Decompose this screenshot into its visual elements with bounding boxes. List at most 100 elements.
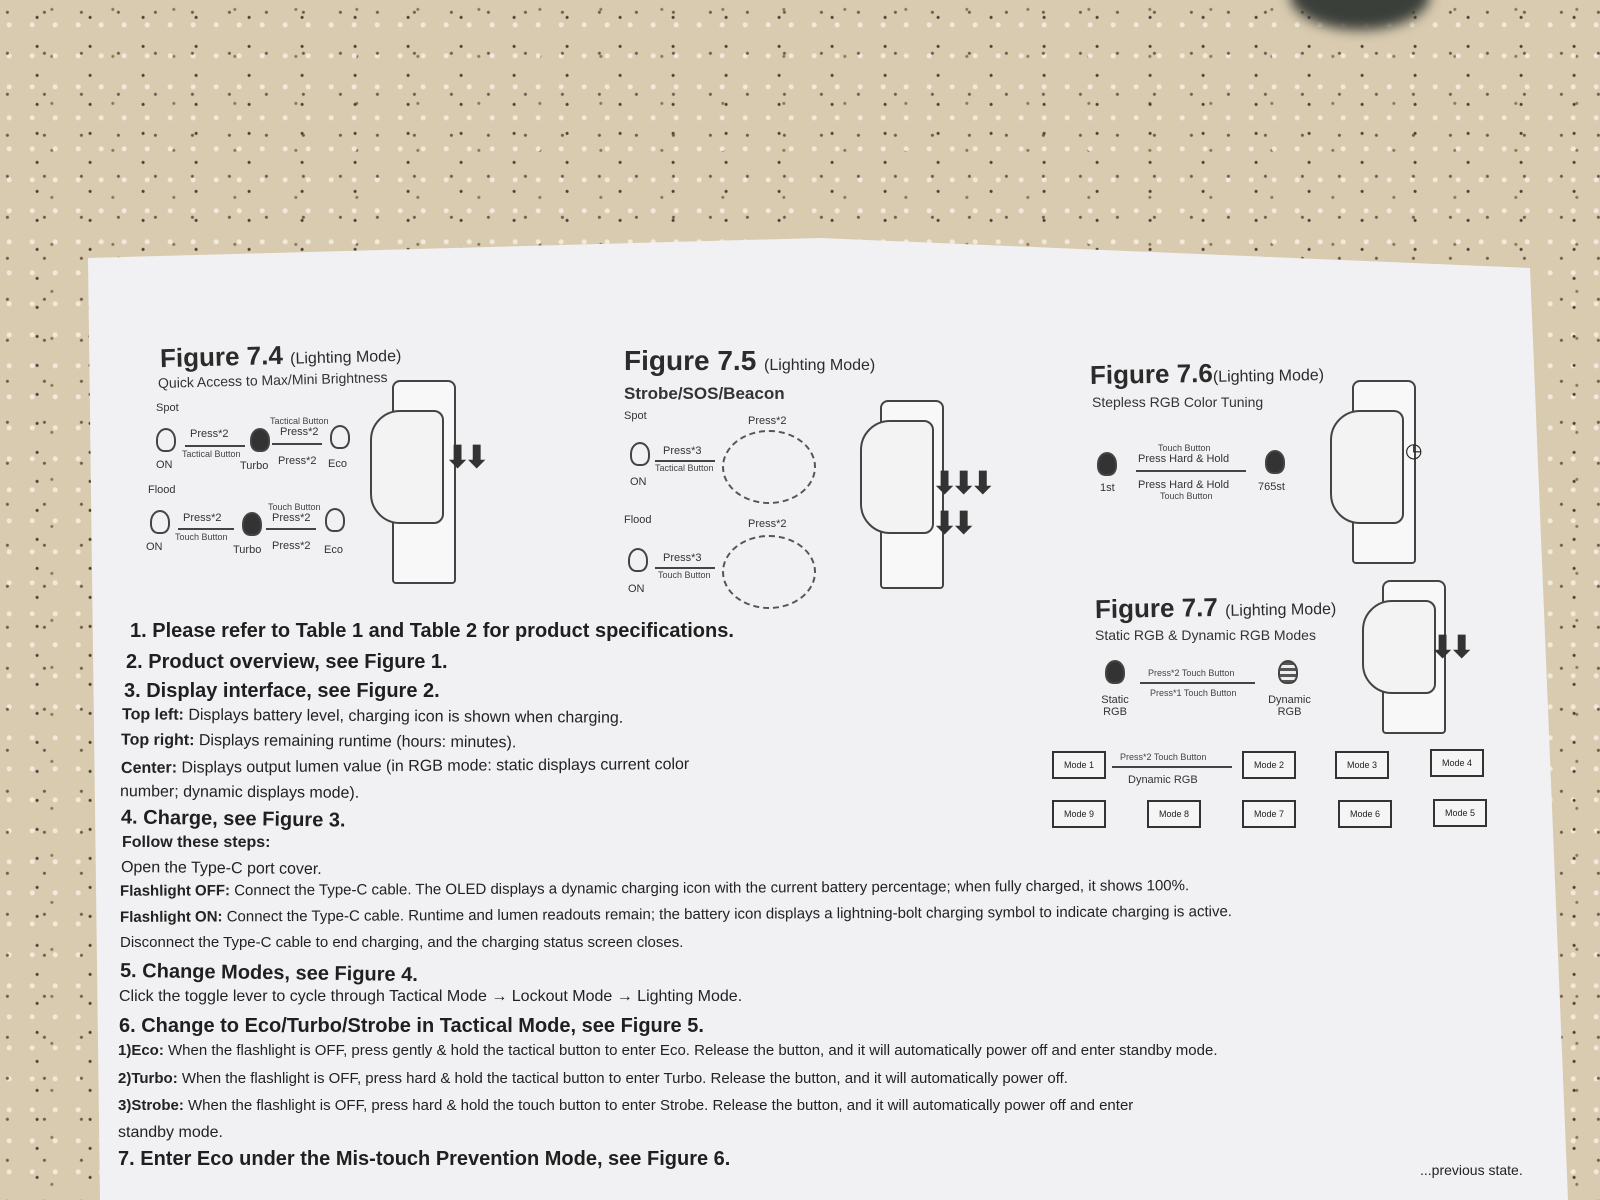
mode-box: Mode 7 (1242, 800, 1296, 828)
button-label: Tactical Button (182, 449, 241, 459)
dynamic-rgb-label: Dynamic RGB (1268, 694, 1311, 718)
bulb-icon (630, 442, 650, 466)
strobe-sos-beacon-cycle-icon (722, 535, 816, 609)
double-arrow-icon (1140, 682, 1255, 684)
desc: Connect the Type-C cable. The OLED displ… (229, 877, 1190, 900)
figure-7-7-subtitle: Static RGB & Dynamic RGB Modes (1095, 627, 1316, 643)
mode-box: Mode 2 (1242, 751, 1296, 779)
clock-icon: ◷ (1405, 440, 1423, 462)
figure-number: Figure 7.7 (1094, 591, 1219, 625)
eco-desc: 1)Eco: When the flashlight is OFF, press… (118, 1042, 1217, 1059)
section-5: 5. Change Modes, see Figure 4. (119, 959, 419, 987)
mode-box: Mode 4 (1430, 749, 1484, 777)
hand-illustration (860, 420, 934, 534)
center-desc-cont: number; dynamic displays mode). (119, 783, 360, 802)
strobe-sos-beacon-cycle-icon (722, 430, 816, 504)
key: Top right: (120, 731, 195, 750)
key: 2)Turbo: (118, 1070, 178, 1087)
follow-steps: Follow these steps: (122, 834, 271, 851)
flood-label: Flood (148, 484, 176, 496)
figure-tag: (Lighting Mode) (1224, 600, 1337, 620)
press-label: Press*2 (278, 455, 317, 467)
mode-cycle-desc: Click the toggle lever to cycle through … (119, 988, 743, 1005)
bulb-static-icon (1105, 660, 1125, 684)
figure-7-6-subtitle: Stepless RGB Color Tuning (1092, 394, 1264, 410)
on-label: ON (156, 459, 173, 471)
press-label: Press*2 (272, 540, 311, 552)
figure-tag: (Lighting Mode) (764, 357, 876, 374)
bulb-icon (628, 548, 648, 572)
double-arrow-icon (272, 443, 322, 445)
center-desc: Center: Displays output lumen value (in … (121, 756, 689, 778)
key: Top left: (121, 706, 184, 724)
button-label: Tactical Button (270, 416, 329, 426)
arrow-right-icon (655, 460, 715, 462)
eco-label: Eco (328, 458, 347, 470)
flood-label: Flood (624, 514, 652, 526)
figure-number: Figure 7.4 (159, 339, 284, 374)
desc: When the flashlight is OFF, press gently… (163, 1042, 1218, 1059)
down-arrows-icon: ⬇⬇ (445, 441, 489, 474)
bulb-icon (156, 428, 176, 452)
hand-illustration (1362, 600, 1436, 694)
charge-step: Open the Type-C port cover. (120, 858, 322, 879)
eco-label: Eco (324, 544, 343, 556)
desc: Connect the Type-C cable. Runtime and lu… (222, 903, 1232, 926)
spot-label: Spot (624, 410, 647, 422)
arrow-right-icon (655, 567, 715, 569)
mode-box: Mode 3 (1335, 751, 1389, 779)
on-label: ON (628, 583, 645, 595)
turbo-desc: 2)Turbo: When the flashlight is OFF, pre… (118, 1070, 1068, 1087)
spot-label: Spot (156, 402, 179, 414)
double-arrow-icon (1136, 470, 1246, 472)
bulb-turbo-icon (242, 512, 262, 536)
section-4: 4. Charge, see Figure 3. (120, 806, 346, 832)
press-label: Press*2 (183, 512, 222, 524)
bulb-dynamic-icon (1278, 660, 1298, 684)
key: Flashlight ON: (119, 908, 223, 926)
key: Flashlight OFF: (119, 882, 231, 900)
press-label: Press*1 Touch Button (1150, 688, 1237, 698)
mode-box: Mode 8 (1147, 800, 1201, 828)
key: Center: (120, 759, 178, 777)
first-color-label: 1st (1100, 482, 1115, 494)
dark-object (1290, 0, 1430, 30)
press-label: Press*2 (280, 426, 319, 438)
bulb-icon (1097, 452, 1117, 476)
section-1: 1. Please refer to Table 1 and Table 2 f… (130, 620, 734, 642)
desc: Displays battery level, charging icon is… (183, 706, 624, 727)
turbo-label: Turbo (233, 544, 262, 556)
down-arrows-icon: ⬇⬇ (1430, 631, 1474, 664)
bulb-icon (150, 510, 170, 534)
turbo-label: Turbo (240, 460, 269, 472)
hand-illustration (370, 410, 444, 524)
top-right-desc: Top right: Displays remaining runtime (h… (121, 732, 516, 753)
section-6: 6. Change to Eco/Turbo/Strobe in Tactica… (119, 1015, 704, 1037)
mode-box: Mode 5 (1433, 799, 1487, 827)
top-left-desc: Top left: Displays battery level, chargi… (122, 706, 623, 727)
key: 3)Strobe: (118, 1097, 184, 1114)
arrow-right-icon (178, 528, 234, 530)
figure-7-4-title: Figure 7.4 (Lighting Mode) (160, 337, 402, 374)
last-color-label: 765st (1258, 481, 1285, 493)
figure-tag: (Lighting Mode) (289, 347, 402, 368)
down-arrows-icon: ⬇⬇⬇ (932, 467, 995, 500)
press-label: Press*3 (663, 445, 702, 457)
mode-box: Mode 6 (1338, 800, 1392, 828)
hand-illustration (1330, 410, 1404, 524)
arrow-right-icon (1112, 766, 1232, 768)
figure-number: Figure 7.6 (1089, 357, 1214, 391)
on-label: ON (146, 541, 163, 553)
charge-step: Disconnect the Type-C cable to end charg… (120, 934, 684, 951)
press-hold-label: Press Hard & Hold (1138, 453, 1230, 465)
charge-step: Flashlight ON: Connect the Type-C cable.… (120, 903, 1232, 926)
button-label: Touch Button (268, 502, 321, 512)
figure-7-5-subtitle: Strobe/SOS/Beacon (624, 384, 785, 403)
section-7: 7. Enter Eco under the Mis-touch Prevent… (118, 1148, 731, 1170)
desc: Displays remaining runtime (hours: minut… (194, 732, 517, 752)
strobe-desc-cont: standby mode. (118, 1124, 223, 1141)
down-arrows-icon: ⬇⬇ (932, 507, 976, 540)
static-rgb-label: Static RGB (1101, 694, 1129, 718)
section-3: 3. Display interface, see Figure 2. (124, 680, 440, 702)
button-label: Touch Button (1158, 443, 1211, 453)
